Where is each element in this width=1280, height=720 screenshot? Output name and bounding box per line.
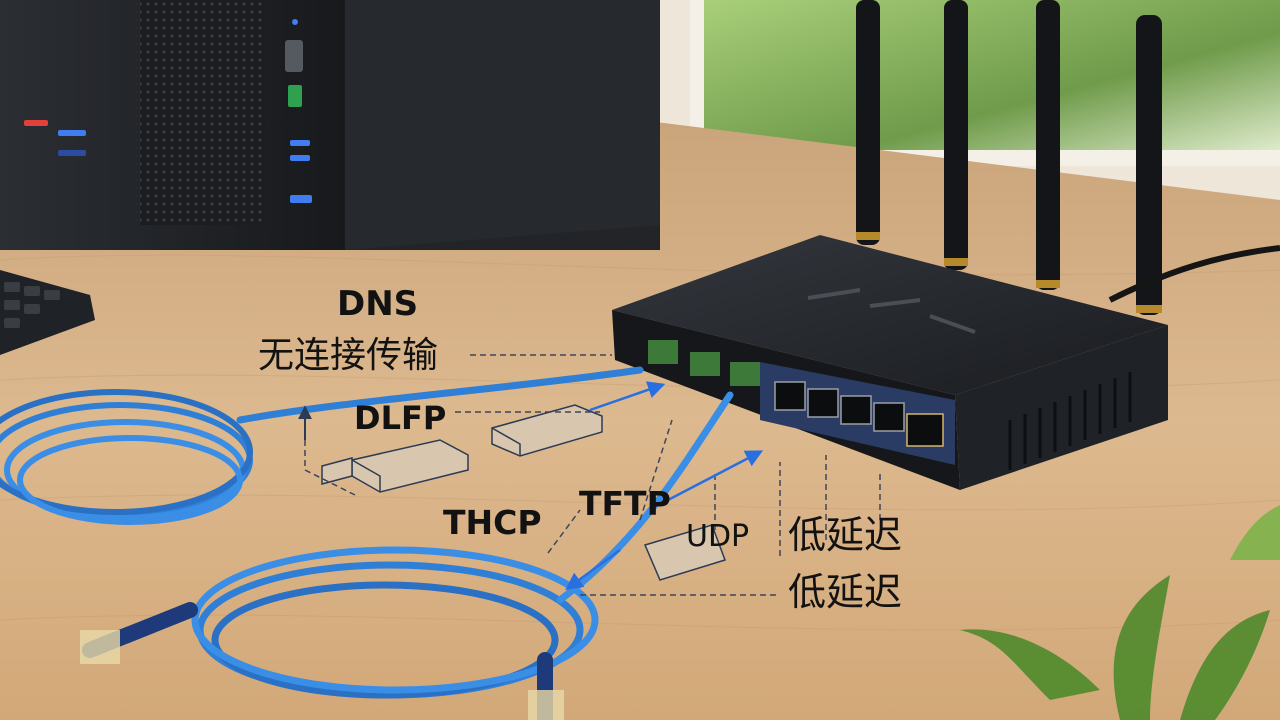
label-thcp: THCP [443, 503, 542, 542]
label-low-latency-2: 低延迟 [788, 570, 903, 614]
label-low-latency-1: 低延迟 [788, 513, 903, 557]
keyboard-icon [0, 270, 95, 355]
label-dlfp: DLFP [354, 399, 447, 437]
window-greenery [700, 0, 1280, 160]
label-udp: UDP [686, 519, 750, 554]
label-dns: DNS [337, 284, 419, 324]
plant-icon [960, 505, 1280, 720]
label-connectionless: 无连接传输 [258, 335, 439, 376]
computer-tower-icon [0, 0, 660, 250]
label-tftp: TFTP [579, 484, 671, 523]
sfp-module-icon [321, 404, 726, 581]
router-icon [612, 0, 1280, 490]
